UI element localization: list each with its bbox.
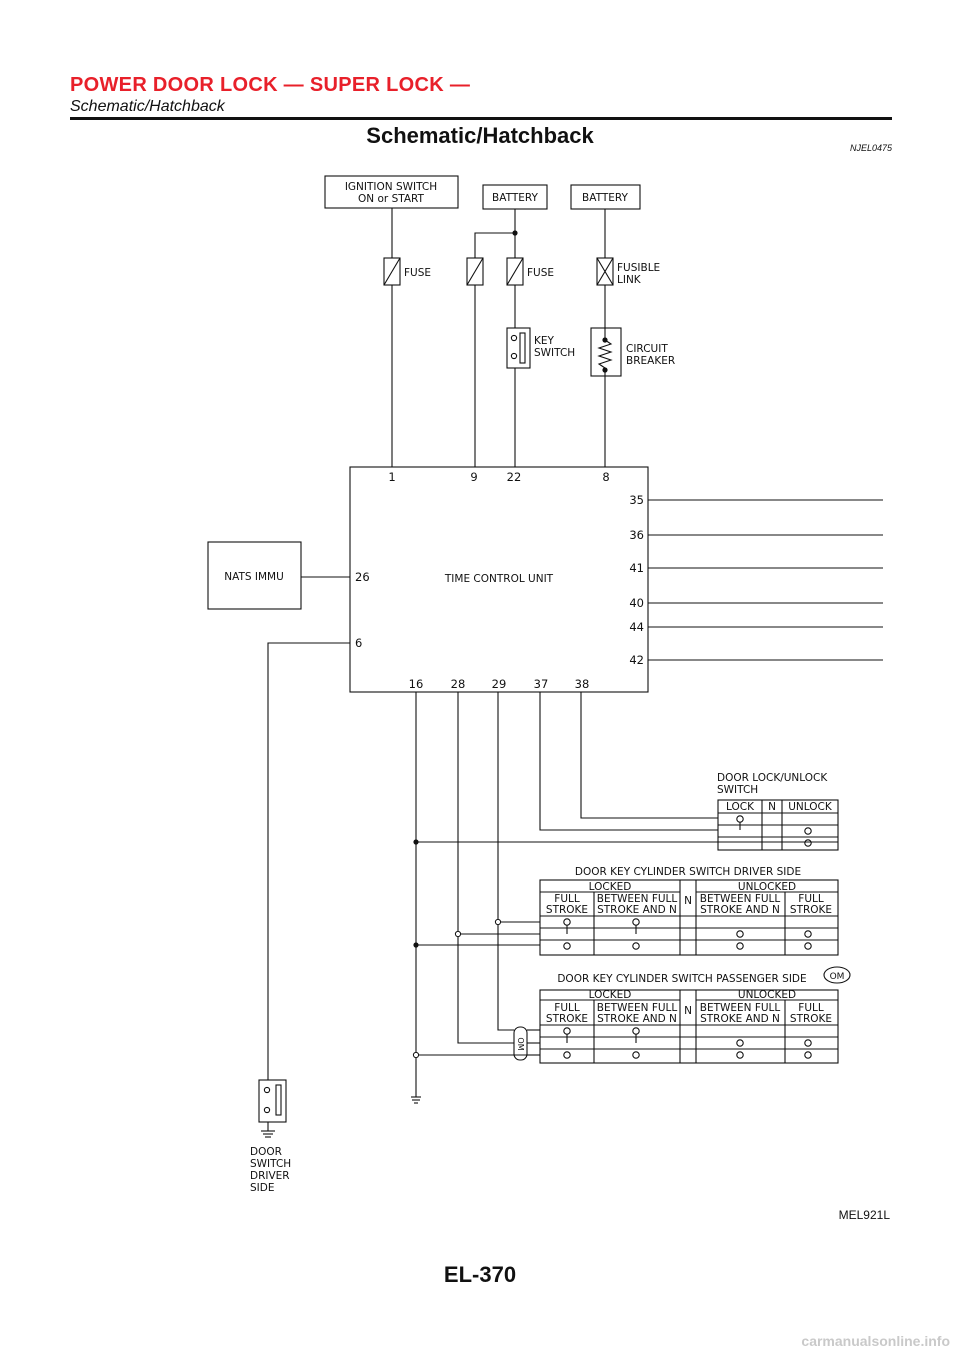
junction-dot bbox=[602, 367, 608, 373]
driver-between-locked-line2: STROKE AND N bbox=[597, 904, 677, 916]
driver-switch-title: DOOR KEY CYLINDER SWITCH DRIVER SIDE bbox=[575, 866, 801, 878]
battery-label-1: BATTERY bbox=[492, 192, 538, 204]
key-switch-label-line2: SWITCH bbox=[534, 347, 575, 359]
dlu-title-line2: SWITCH bbox=[717, 784, 758, 796]
dlu-n-header: N bbox=[768, 801, 776, 813]
driver-full-unlocked-line1: FULL bbox=[798, 893, 824, 905]
pin-1: 1 bbox=[388, 470, 395, 484]
passenger-locked-header: LOCKED bbox=[589, 989, 632, 1001]
pin-41: 41 bbox=[629, 561, 644, 575]
pin-8: 8 bbox=[602, 470, 609, 484]
header-divider bbox=[70, 117, 892, 120]
pin-42: 42 bbox=[629, 653, 644, 667]
driver-between-locked-line1: BETWEEN FULL bbox=[597, 893, 678, 905]
junction-dot bbox=[413, 942, 419, 948]
ignition-label-line2: ON or START bbox=[358, 193, 425, 205]
figure-code: MEL921L bbox=[838, 1208, 890, 1222]
pin-36: 36 bbox=[629, 528, 644, 542]
pin-6: 6 bbox=[355, 636, 362, 650]
circuit-breaker bbox=[590, 327, 622, 377]
pin-9: 9 bbox=[470, 470, 477, 484]
fusible-link-label-line2: LINK bbox=[617, 274, 642, 286]
driver-unlocked-header: UNLOCKED bbox=[738, 881, 796, 893]
door-switch-label-line3: DRIVER bbox=[250, 1170, 290, 1182]
time-control-unit-label: TIME CONTROL UNIT bbox=[444, 573, 554, 585]
junction-dot-open bbox=[412, 1051, 420, 1059]
dlu-title-line1: DOOR LOCK/UNLOCK bbox=[717, 772, 828, 784]
key-switch-label-line1: KEY bbox=[534, 335, 555, 347]
driver-locked-header: LOCKED bbox=[589, 881, 632, 893]
pin-26: 26 bbox=[355, 570, 370, 584]
junction-dot bbox=[602, 337, 608, 343]
om-connector-label: OM bbox=[516, 1037, 525, 1050]
section-title: Schematic/Hatchback bbox=[366, 123, 594, 148]
pin-37: 37 bbox=[534, 677, 549, 691]
breaker-label-line2: BREAKER bbox=[626, 355, 675, 367]
footer-watermark: carmanualsonline.info bbox=[801, 1333, 950, 1349]
passenger-between-locked-line1: BETWEEN FULL bbox=[597, 1002, 678, 1014]
driver-full-locked-line2: STROKE bbox=[546, 904, 588, 916]
nats-immu-box bbox=[207, 541, 302, 610]
passenger-full-locked-line2: STROKE bbox=[546, 1013, 588, 1025]
pin-16: 16 bbox=[409, 677, 424, 691]
door-switch-label-line2: SWITCH bbox=[250, 1158, 291, 1170]
door-switch-label-line4: SIDE bbox=[250, 1182, 274, 1194]
pin-35: 35 bbox=[629, 493, 644, 507]
fusible-link-label-line1: FUSIBLE bbox=[617, 262, 660, 274]
pin-40: 40 bbox=[629, 596, 644, 610]
junction-dot-open bbox=[494, 918, 502, 926]
passenger-full-unlocked-line2: STROKE bbox=[790, 1013, 832, 1025]
om-badge-label: OM bbox=[830, 972, 845, 982]
time-control-unit bbox=[349, 466, 649, 693]
driver-full-locked-line1: FULL bbox=[554, 893, 580, 905]
pin-22: 22 bbox=[507, 470, 522, 484]
dlu-unlock-header: UNLOCK bbox=[788, 801, 833, 813]
section-ref-code: NJEL0475 bbox=[849, 143, 892, 153]
pin-29: 29 bbox=[492, 677, 507, 691]
om-badge bbox=[823, 966, 851, 984]
driver-n-header: N bbox=[684, 895, 692, 907]
page-header-subtitle: Schematic/Hatchback bbox=[70, 98, 225, 115]
pin-44: 44 bbox=[629, 620, 644, 634]
breaker-label-line1: CIRCUIT bbox=[626, 343, 668, 355]
passenger-switch-title: DOOR KEY CYLINDER SWITCH PASSENGER SIDE bbox=[557, 973, 806, 985]
key-switch bbox=[506, 327, 531, 369]
dlu-lock-header: LOCK bbox=[726, 801, 755, 813]
page-number: EL-370 bbox=[443, 1262, 517, 1287]
fuse-label-1: FUSE bbox=[404, 267, 431, 279]
passenger-unlocked-header: UNLOCKED bbox=[738, 989, 796, 1001]
junction-dot-open bbox=[454, 930, 462, 938]
pin-28: 28 bbox=[451, 677, 466, 691]
door-switch bbox=[258, 1079, 287, 1123]
passenger-key-cylinder-switch bbox=[539, 989, 839, 1064]
nats-immu-label: NATS IMMU bbox=[224, 571, 284, 583]
passenger-between-unlocked-line2: STROKE AND N bbox=[700, 1013, 780, 1025]
driver-key-cylinder-switch bbox=[539, 879, 839, 956]
ignition-label-line1: IGNITION SWITCH bbox=[345, 181, 437, 193]
pin-38: 38 bbox=[575, 677, 590, 691]
passenger-n-header: N bbox=[684, 1005, 692, 1017]
passenger-full-locked-line1: FULL bbox=[554, 1002, 580, 1014]
battery-label-2: BATTERY bbox=[582, 192, 628, 204]
driver-full-unlocked-line2: STROKE bbox=[790, 904, 832, 916]
junction-dot bbox=[512, 230, 518, 236]
passenger-full-unlocked-line1: FULL bbox=[798, 1002, 824, 1014]
passenger-between-unlocked-line1: BETWEEN FULL bbox=[700, 1002, 781, 1014]
fuse-label-2: FUSE bbox=[527, 267, 554, 279]
driver-between-unlocked-line1: BETWEEN FULL bbox=[700, 893, 781, 905]
passenger-between-locked-line2: STROKE AND N bbox=[597, 1013, 677, 1025]
door-switch-label-line1: DOOR bbox=[250, 1146, 282, 1158]
driver-between-unlocked-line2: STROKE AND N bbox=[700, 904, 780, 916]
page-header-title: POWER DOOR LOCK — SUPER LOCK — bbox=[70, 74, 471, 96]
junction-dot bbox=[413, 839, 419, 845]
